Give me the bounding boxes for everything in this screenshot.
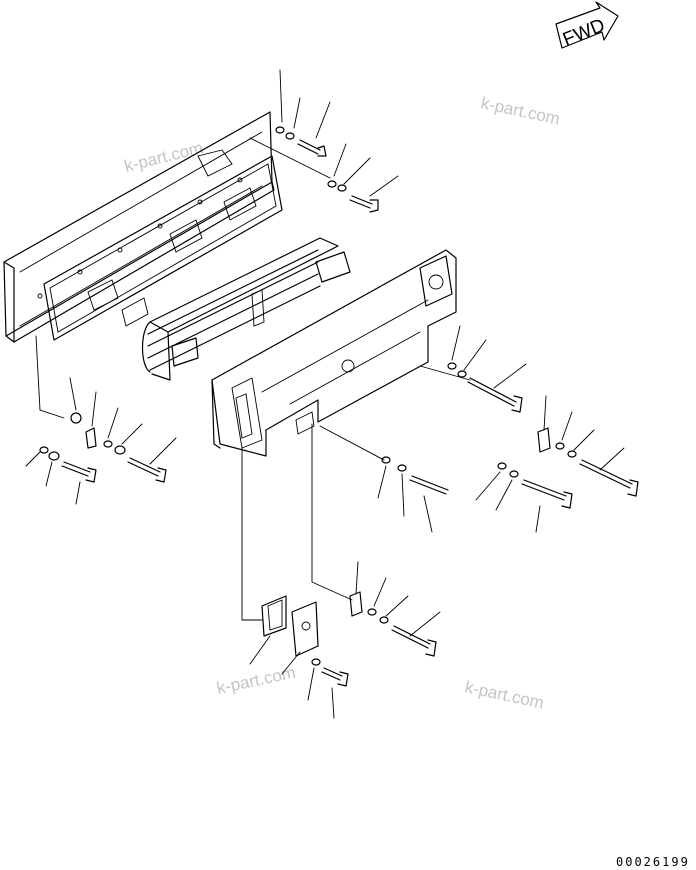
watermark-2: k-part.com [122,138,205,176]
cooler-housing-part [211,249,457,457]
watermark-4: k-part.com [463,677,545,712]
oil-cooler-core-part [141,237,351,381]
gasket-part [43,155,283,341]
bolt-group-right [447,362,639,497]
leader-cover-plate [241,447,263,621]
fwd-arrow-icon: FWD [555,1,619,51]
rear-cover-part [3,111,275,343]
bolt-group-left-lower [39,412,167,483]
leader-upper-bolts [249,137,331,179]
leader-rear-cover [35,335,65,419]
bolt-group-lower [311,591,437,687]
leader-lower-bracket [311,423,353,601]
leader-long-bolt [419,365,471,381]
bolt-group-upper [275,126,379,213]
leader-housing-bolt [319,425,385,461]
bolt-group-center [381,456,573,509]
watermark-3: k-part.com [215,663,297,698]
watermark-1: k-part.com [479,93,561,128]
drawing-number: 00026199 [616,855,690,869]
callout-lines [25,69,625,719]
cover-plate-part [261,595,319,657]
